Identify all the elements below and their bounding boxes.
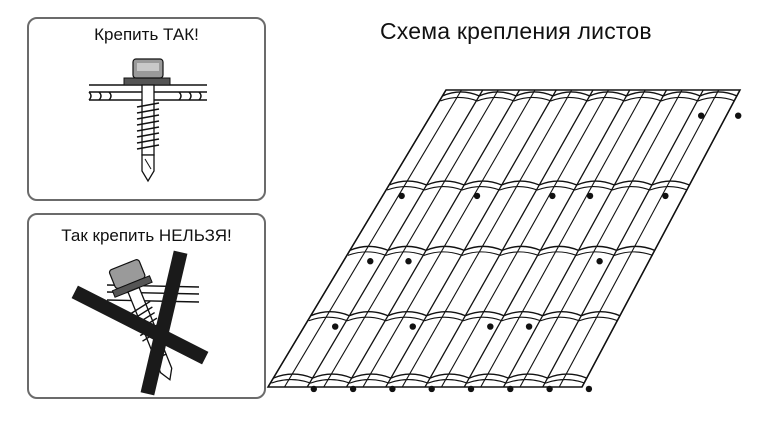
metal-tile-sheet-diagram	[266, 89, 742, 393]
roof-wave-line	[362, 89, 536, 388]
roof-ridge-line	[463, 89, 631, 388]
scheme-title: Схема крепления листов	[380, 18, 652, 44]
roof-step-line	[271, 379, 585, 384]
roof-ridge-line	[306, 89, 484, 388]
roof-step-line	[386, 185, 688, 191]
wrong-screw-crossed-icon	[71, 250, 209, 396]
fastener-dot	[586, 192, 594, 200]
fastener-dot	[662, 192, 669, 200]
fastener-dot	[507, 385, 514, 393]
roof-step-line	[347, 251, 653, 256]
roof-wave-line	[441, 89, 609, 388]
wrong-fastening-title: Так крепить НЕЛЬЗЯ!	[61, 226, 232, 245]
fastener-dot	[349, 385, 357, 393]
roof-ridge-line	[424, 89, 594, 388]
fastener-dot	[310, 385, 318, 393]
fastener-dot	[735, 112, 742, 119]
correct-screw-icon	[88, 58, 207, 183]
roof-ridge-line	[502, 89, 668, 388]
roof-ridge-line	[385, 89, 557, 388]
roof-wave-line	[480, 89, 646, 388]
fastener-dot	[549, 192, 556, 200]
roof-wave-line	[284, 89, 462, 388]
fastener-dot	[473, 192, 481, 200]
fastener-dot	[487, 323, 494, 330]
fastener-dot	[428, 385, 435, 393]
roof-ridge-line	[581, 89, 741, 388]
roof-step-line	[308, 316, 619, 322]
fastener-dot	[398, 192, 405, 200]
fastener-dot	[389, 385, 396, 393]
roof-ridge-line	[345, 89, 521, 388]
fastener-dot	[409, 323, 416, 330]
roof-wave-line	[558, 89, 720, 388]
fastener-dot	[367, 258, 374, 265]
fastener-dot	[585, 385, 593, 393]
correct-fastening-title: Крепить ТАК!	[94, 25, 199, 44]
fastener-dot	[332, 323, 339, 330]
roof-wave-line	[519, 89, 683, 388]
roof-step-line	[273, 373, 588, 379]
correct-fastening-panel: Крепить ТАК!	[27, 17, 266, 201]
wrong-fastening-panel: Так крепить НЕЛЬЗЯ!	[27, 213, 266, 399]
roof-ridge-line	[542, 89, 704, 388]
roof-step-line	[310, 311, 621, 317]
fastener-dot	[405, 258, 412, 265]
fastener-dot	[596, 258, 603, 265]
roof-wave-line	[401, 89, 573, 388]
roof-step-line	[442, 91, 738, 97]
roof-ridge-line	[267, 89, 447, 388]
roof-wave-line	[323, 89, 499, 388]
fastener-dot	[546, 385, 553, 393]
roof-step-line	[349, 245, 655, 252]
fastener-dot	[698, 112, 705, 119]
roof-step-line	[440, 96, 736, 102]
fastener-dot	[525, 323, 533, 330]
fastener-dot	[467, 385, 475, 393]
roof-step-line	[388, 180, 690, 186]
roof-outline	[266, 89, 742, 388]
